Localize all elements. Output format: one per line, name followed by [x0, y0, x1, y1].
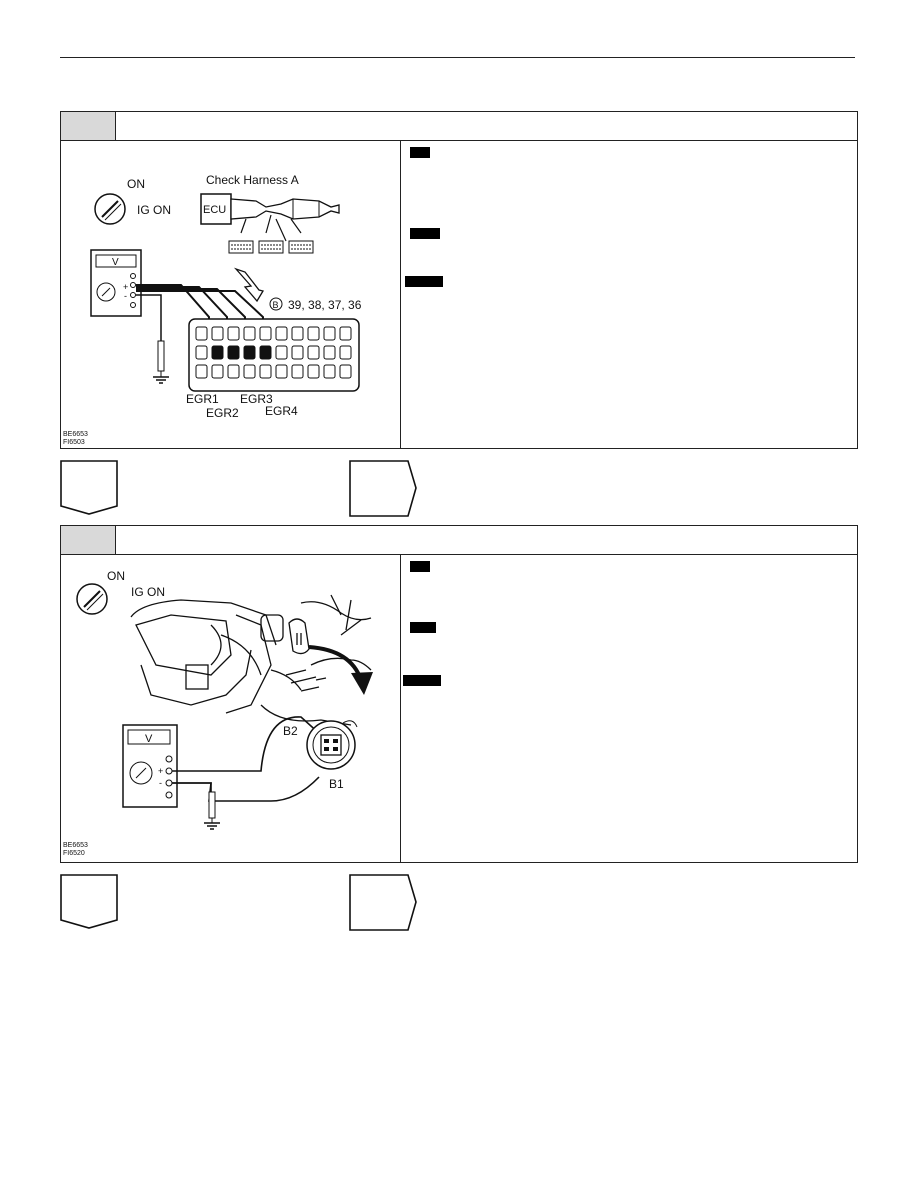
step-2-figure: ON IG ON: [61, 555, 401, 862]
harness-label: Check Harness A: [206, 173, 299, 187]
step-2-ok-pointer: [349, 874, 417, 931]
connector-pin: [323, 364, 336, 379]
connector-pin: [291, 345, 304, 360]
connector-pin: [243, 364, 256, 379]
ig-on-label: IG ON: [137, 203, 171, 217]
step-1-header: [60, 111, 858, 141]
voltmeter-label: V: [112, 257, 119, 268]
on-label: ON: [127, 177, 145, 191]
harness-plug-2: [258, 240, 284, 254]
step-2-ng-pointer: [60, 874, 118, 929]
connector-pin: [307, 345, 320, 360]
connector-pin: [323, 345, 336, 360]
ecu-box: [200, 193, 232, 225]
connector-pin: [211, 326, 224, 341]
figure-code-1: BE6653: [63, 431, 88, 438]
step-1-text: [400, 141, 857, 448]
connector-pin: [275, 326, 288, 341]
step-2-header: [60, 525, 858, 555]
connector-pin: [259, 364, 272, 379]
ok-tag: [410, 622, 436, 633]
connector-pin: [195, 326, 208, 341]
figure-code-2: FI6503: [63, 439, 85, 446]
ground-probe: [157, 340, 165, 372]
connector-b-badge: [269, 297, 283, 311]
connector-pin: [307, 326, 320, 341]
down-pentagon-icon: [60, 460, 118, 515]
connector-pin: [275, 364, 288, 379]
inspect-tag: [410, 561, 430, 572]
inspect-tag: [410, 147, 430, 158]
harness-body: [230, 198, 340, 220]
egr3-label: EGR3: [240, 392, 273, 406]
connector-pin: [259, 326, 272, 341]
engine-bay-sketch: [130, 594, 372, 726]
step-1-ok-pointer: [349, 460, 417, 517]
connector-pin: [227, 364, 240, 379]
ground-icon: [153, 376, 169, 384]
connector-pin: [323, 326, 336, 341]
step-1-number-box: [61, 112, 116, 140]
connector-pin: [211, 364, 224, 379]
svg-text:-: -: [124, 291, 127, 301]
result-tag: [403, 675, 441, 686]
on-label: ON: [107, 569, 125, 583]
voltmeter-dial-icon: [129, 761, 153, 785]
b2-label: B2: [283, 724, 298, 738]
connector-pin: [339, 364, 352, 379]
connector-pin: [291, 326, 304, 341]
ecu-terminal-voltage-diagram: ON IG ON Check Harness A ECU V: [63, 173, 362, 446]
step-1-panel: ON IG ON Check Harness A ECU V: [60, 141, 858, 449]
ignition-key-icon: [94, 193, 126, 225]
egr-pin-terminal: [211, 345, 224, 360]
svg-text:-: -: [159, 778, 162, 788]
b1-label: B1: [329, 777, 344, 791]
vsv-voltage-diagram: ON IG ON: [63, 569, 373, 857]
pins-label: 39, 38, 37, 36: [288, 298, 362, 312]
egr2-label: EGR2: [206, 406, 239, 420]
connector-pin: [307, 364, 320, 379]
figure-code-2: FI6520: [63, 850, 85, 857]
ground-probe: [208, 791, 216, 819]
harness-plug-3: [288, 240, 314, 254]
connector-pin: [339, 326, 352, 341]
egr-pin-terminal: [243, 345, 256, 360]
down-pentagon-icon: [60, 874, 118, 929]
result-tag: [405, 276, 443, 287]
step-2-number-box: [61, 526, 116, 554]
harness-plug-1: [228, 240, 254, 254]
egr-pin-terminal: [259, 345, 272, 360]
page-header-rule: [60, 57, 855, 58]
connector-pin: [243, 326, 256, 341]
egr-pin-terminal: [227, 345, 240, 360]
step-2-panel: ON IG ON: [60, 555, 858, 863]
svg-text:+: +: [158, 766, 163, 776]
svg-text:B: B: [273, 300, 279, 310]
step-1-ng-pointer: [60, 460, 118, 515]
figure-code-1: BE6653: [63, 842, 88, 849]
direction-arrow-icon: [233, 267, 265, 303]
egr4-label: EGR4: [265, 404, 298, 418]
connector-pin: [195, 345, 208, 360]
ground-icon: [204, 822, 220, 830]
svg-text:+: +: [123, 282, 128, 292]
connector-pin: [291, 364, 304, 379]
connector-pin: [339, 345, 352, 360]
connector-pin: [227, 326, 240, 341]
connector-pin: [275, 345, 288, 360]
connector-pin-grid: [195, 326, 352, 379]
egr1-label: EGR1: [186, 392, 219, 406]
right-pentagon-icon: [349, 874, 417, 931]
ignition-key-icon: [76, 583, 108, 615]
ecu-label: ECU: [203, 204, 226, 216]
step-1-figure: ON IG ON Check Harness A ECU V: [61, 141, 401, 448]
voltmeter-dial-icon: [96, 282, 116, 302]
voltmeter-label: V: [145, 733, 153, 745]
right-pentagon-icon: [349, 460, 417, 517]
connector-pin: [195, 364, 208, 379]
ok-tag: [410, 228, 440, 239]
ig-on-label: IG ON: [131, 585, 165, 599]
step-2-text: [400, 555, 857, 862]
